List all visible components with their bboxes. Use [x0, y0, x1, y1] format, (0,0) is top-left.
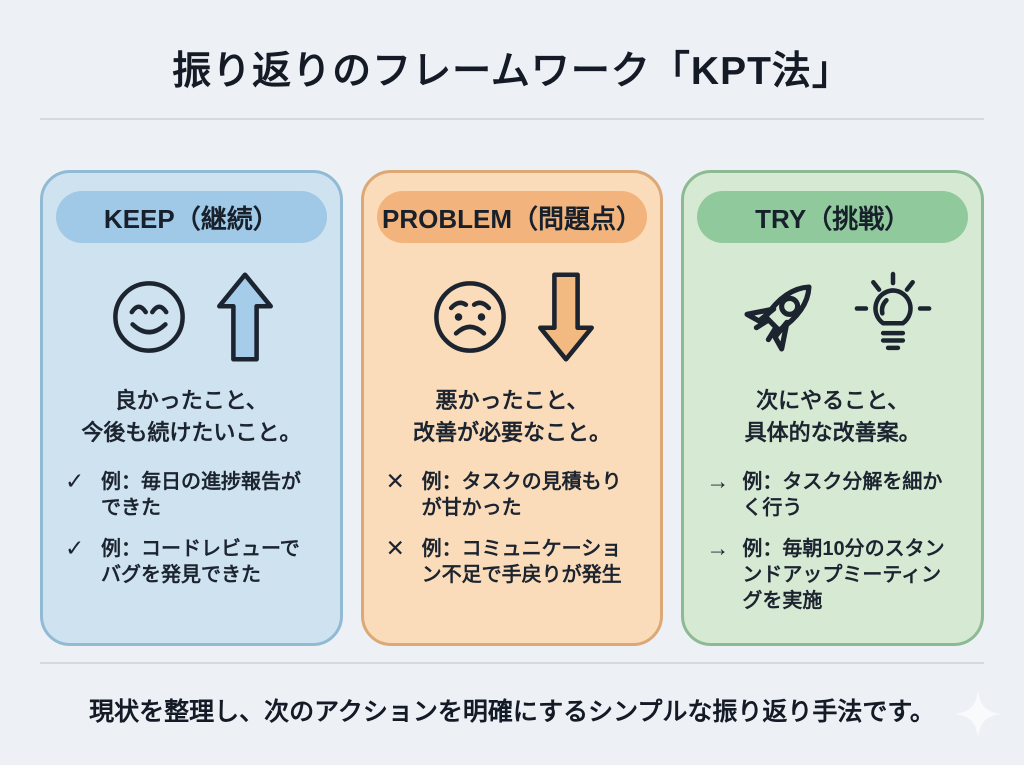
example-item: ✕ 例：コミュニケーショ ン不足で手戻りが発生 [385, 534, 649, 589]
try-card-examples: → 例：タスク分解を細か く行う → 例：毎朝10分のスタン ンドアップミーティ… [706, 467, 969, 615]
try-card-header: TRY（挑戦） [697, 191, 969, 243]
example-item: → 例：タスク分解を細か く行う [706, 467, 969, 522]
check-icon: ✓ [65, 467, 85, 494]
top-divider [40, 118, 984, 120]
problem-card: PROBLEM（問題点） [360, 170, 664, 646]
smiley-face-icon [108, 276, 190, 358]
sad-face-icon [429, 276, 511, 358]
example-item: ✓ 例：コードレビューで バグを発見できた [65, 534, 328, 589]
example-text: 例：タスクの見積もり が甘かった [421, 470, 622, 520]
try-card-icons [684, 263, 981, 371]
example-item: → 例：毎朝10分のスタン ンドアップミーティン グを実施 [706, 534, 969, 615]
problem-card-description: 悪かったこと、 改善が必要なこと。 [413, 388, 612, 445]
problem-card-icons [364, 263, 661, 371]
problem-card-examples: ✕ 例：タスクの見積もり が甘かった ✕ 例：コミュニケーショ ン不足で手戻りが… [385, 467, 649, 589]
keep-card-description: 良かったこと、 今後も続けたいこと。 [81, 388, 302, 445]
arrow-right-icon: → [706, 534, 730, 561]
cross-icon: ✕ [385, 534, 405, 561]
page-title: 振り返りのフレームワーク「KPT法」 [172, 50, 852, 93]
try-card: TRY（挑戦） [681, 170, 985, 646]
try-card-description: 次にやること、 具体的な改善案。 [744, 388, 921, 445]
example-text: 例：コードレビューで バグを発見できた [101, 537, 300, 586]
cross-icon: ✕ [385, 467, 405, 494]
keep-card-examples: ✓ 例：毎日の進捗報告が できた ✓ 例：コードレビューで バグを発見できた [65, 467, 328, 589]
problem-card-header: PROBLEM（問題点） [376, 191, 648, 243]
example-text: 例：タスク分解を細か く行う [742, 470, 943, 520]
keep-card-header: KEEP（継続） [56, 191, 327, 243]
keep-card: KEEP（継続） 良かったこと、 今後も続けたいこと。 [40, 170, 343, 646]
bottom-divider [40, 662, 984, 664]
example-item: ✕ 例：タスクの見積もり が甘かった [385, 467, 649, 522]
up-arrow-icon [216, 269, 274, 365]
example-item: ✓ 例：毎日の進捗報告が できた [65, 467, 328, 522]
lightbulb-icon [852, 269, 934, 366]
arrow-right-icon: → [706, 467, 730, 494]
example-text: 例：毎日の進捗報告が できた [101, 470, 301, 520]
cards-row: KEEP（継続） 良かったこと、 今後も続けたいこと。 [40, 170, 985, 646]
example-text: 例：コミュニケーショ ン不足で手戻りが発生 [421, 537, 622, 586]
check-icon: ✓ [65, 534, 85, 561]
sparkle-icon [954, 690, 1002, 738]
footer-text: 現状を整理し、次のアクションを明確にするシンプルな振り返り手法です。 [89, 698, 935, 726]
down-arrow-icon [537, 269, 595, 365]
example-text: 例：毎朝10分のスタン ンドアップミーティン グを実施 [742, 537, 945, 613]
rocket-icon [732, 270, 826, 364]
keep-card-icons [43, 263, 340, 371]
